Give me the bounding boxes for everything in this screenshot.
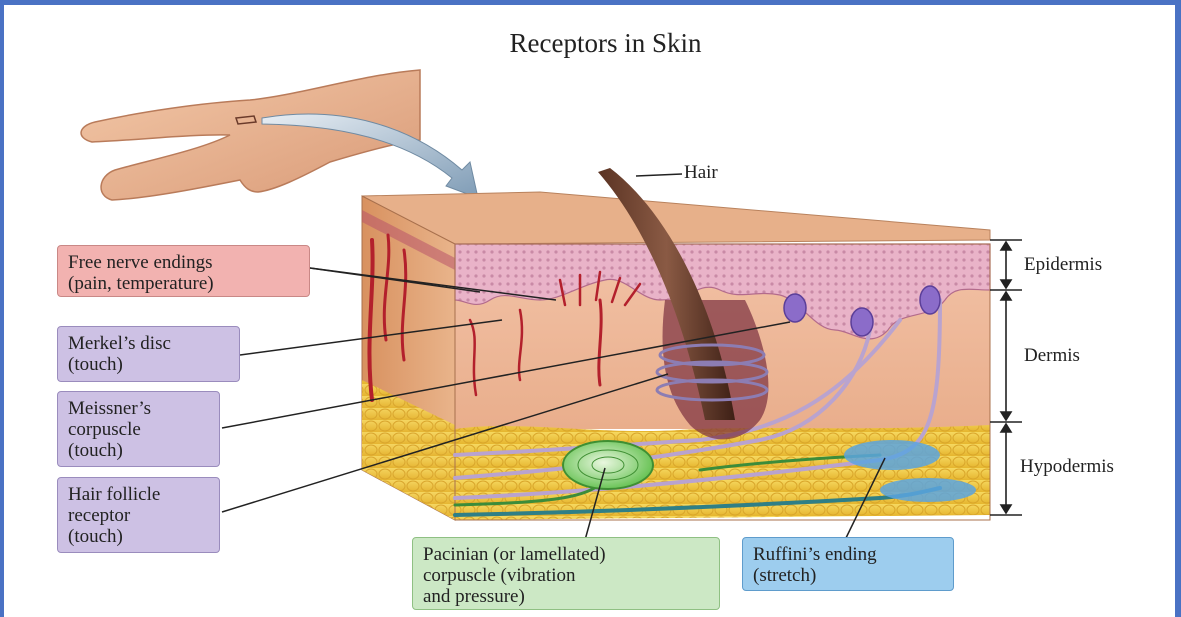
hypodermis-label: Hypodermis <box>1020 456 1114 478</box>
callout-free-nerve-endings: Free nerve endings (pain, temperature) <box>57 245 310 297</box>
merkel-label-line1: Merkel’s disc <box>68 333 229 354</box>
pacinian-label-line1: Pacinian (or lamellated) <box>423 544 709 565</box>
layer-brackets <box>990 240 1022 515</box>
free-nerve-label-line1: Free nerve endings <box>68 252 299 273</box>
hair-follicle-label-line1: Hair follicle <box>68 484 209 505</box>
callout-ruffinis-ending: Ruffini’s ending (stretch) <box>742 537 954 591</box>
pacinian-corpuscle <box>563 441 653 489</box>
hair-label: Hair <box>684 162 718 184</box>
pacinian-label-line3: and pressure) <box>423 586 709 607</box>
hair-follicle-label-line2: receptor <box>68 505 209 526</box>
hair-follicle-label-line3: (touch) <box>68 526 209 547</box>
pacinian-label-line2: corpuscle (vibration <box>423 565 709 586</box>
merkel-label-line2: (touch) <box>68 354 229 375</box>
ruffini-label-line2: (stretch) <box>753 565 943 586</box>
callout-pacinian-corpuscle: Pacinian (or lamellated) corpuscle (vibr… <box>412 537 720 610</box>
callout-hair-follicle-receptor: Hair follicle receptor (touch) <box>57 477 220 553</box>
meissner-label-line2: corpuscle <box>68 419 209 440</box>
meissner-label-line3: (touch) <box>68 440 209 461</box>
callout-merkels-disc: Merkel’s disc (touch) <box>57 326 240 382</box>
epidermis-label: Epidermis <box>1024 254 1102 276</box>
ruffini-label-line1: Ruffini’s ending <box>753 544 943 565</box>
meissner-label-line1: Meissner’s <box>68 398 209 419</box>
callout-meissners-corpuscle: Meissner’s corpuscle (touch) <box>57 391 220 467</box>
dermis-label: Dermis <box>1024 345 1080 367</box>
free-nerve-label-line2: (pain, temperature) <box>68 273 299 294</box>
